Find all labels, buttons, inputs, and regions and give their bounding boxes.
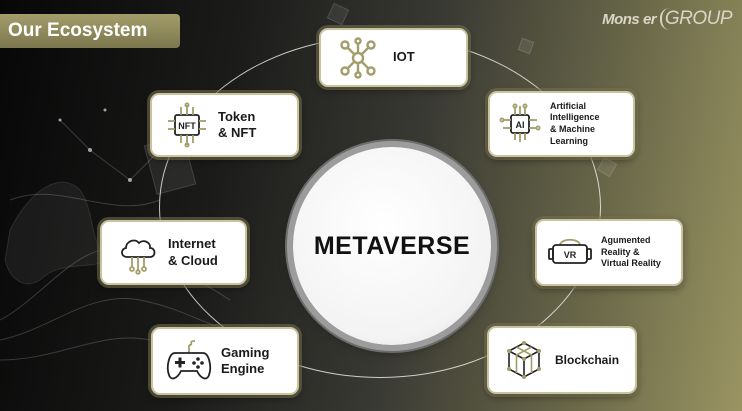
logo-text-mons: Mons [602,11,640,28]
logo-text-er: er [642,11,657,28]
brand-logo: Mons er GROUP [602,8,733,30]
node-blockchain[interactable]: Blockchain [487,326,637,394]
metaverse-hub: METAVERSE [293,147,491,345]
network-nodes-icon [337,36,379,79]
ai-chip-text: AI [516,120,525,130]
vr-headset-icon: VR [547,233,593,273]
node-gaming-label: Gaming Engine [221,344,270,376]
nft-chip-icon: NFT [164,102,210,148]
metaverse-label: METAVERSE [313,231,471,260]
node-iot-label: IOT [393,49,415,65]
cube-network-icon [501,337,547,383]
nft-chip-text: NFT [178,121,196,131]
node-ar-label: Agumented Reality & Virtual Reality [601,234,661,269]
node-ai[interactable]: AI Artificial Intelligence & Machine Lea… [488,91,635,157]
node-ai-label: Artificial Intelligence & Machine Learni… [550,100,600,146]
node-iot[interactable]: IOT [319,28,468,87]
node-token-nft[interactable]: NFT Token & NFT [150,93,299,157]
node-internet-cloud[interactable]: Internet & Cloud [100,220,247,285]
node-ar-vr[interactable]: VR Agumented Reality & Virtual Reality [535,219,683,286]
section-title: Our Ecosystem [0,14,180,48]
logo-text-group: GROUP [659,8,733,30]
gamepad-icon [165,339,213,383]
node-cloud-label: Internet & Cloud [168,236,218,268]
node-token-label: Token & NFT [218,108,257,140]
vr-headset-text: VR [564,250,577,260]
node-gaming-engine[interactable]: Gaming Engine [151,327,299,395]
cloud-network-icon [116,231,160,275]
node-blockchain-label: Blockchain [555,352,620,367]
ai-chip-icon: AI [498,102,542,146]
